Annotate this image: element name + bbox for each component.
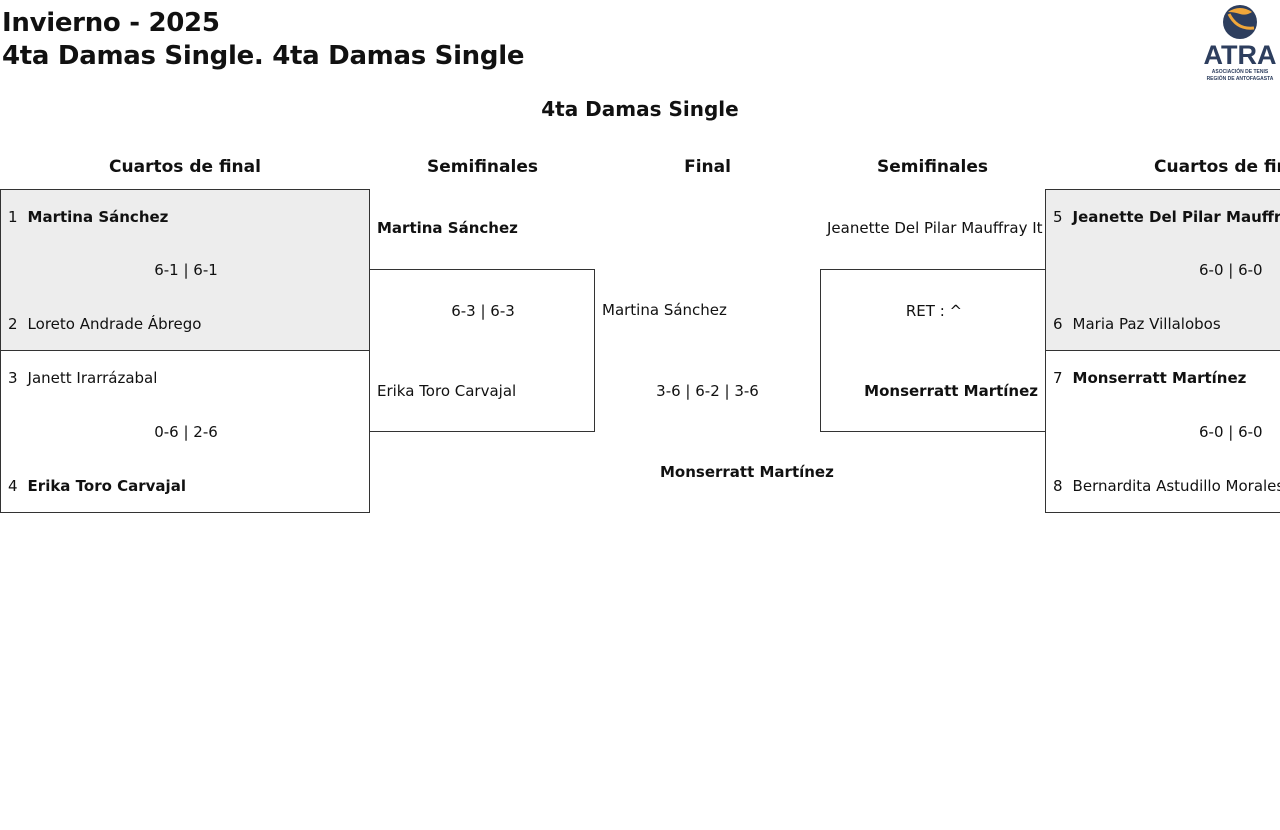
match-right-qf-1: 5 Jeanette Del Pilar Mauffray I 6-0 | 6-0… [1045,189,1280,351]
logo-subtitle-2: REGIÓN DE ANTOFAGASTA [1207,74,1274,82]
player-label: Loreto Andrade Ábrego [27,315,202,333]
player-label: Janett Irarrázabal [27,369,158,387]
match-right-sf: RET : ^ Monserratt Martínez [820,269,1046,432]
match-score: 6-0 | 6-0 [1199,261,1263,279]
round-header-final: Final [684,157,731,177]
player-name[interactable]: 1 Martina Sánchez [8,208,168,226]
match-score: 6-0 | 6-0 [1199,423,1263,441]
round-header-right-sf: Semifinales [877,157,988,177]
logo-subtitle-1: ASOCIACIÓN DE TENIS [1212,67,1269,75]
match-left-qf-1: 1 Martina Sánchez 6-1 | 6-1 2 Loreto Andra… [0,189,370,351]
draw-title: 4ta Damas Single [541,97,739,121]
player-name[interactable]: 5 Jeanette Del Pilar Mauffray I [1053,208,1280,226]
player-label: Jeanette Del Pilar Mauffray I [1072,208,1280,226]
left-sf-player-1[interactable]: Martina Sánchez [377,219,518,237]
seed-number: 7 [1053,369,1063,387]
seed-number: 2 [8,315,18,333]
player-label: Martina Sánchez [27,208,169,226]
match-score: RET : ^ [905,302,963,320]
seed-number: 3 [8,369,18,387]
round-header-left-sf: Semifinales [427,157,538,177]
round-header-right-qf: Cuartos de final [1154,157,1280,177]
player-name[interactable]: 4 Erika Toro Carvajal [8,477,186,495]
match-right-qf-2: 7 Monserratt Martínez 6-0 | 6-0 8 Bernardi… [1045,350,1280,513]
player-label: Maria Paz Villalobos [1072,315,1221,333]
player-label: Erika Toro Carvajal [27,477,186,495]
seed-number: 8 [1053,477,1063,495]
right-sf-player-1[interactable]: Jeanette Del Pilar Mauffray It [827,219,1043,237]
right-qf-viewport: 5 Jeanette Del Pilar Mauffray I 6-0 | 6-0… [1045,189,1280,515]
seed-number: 5 [1053,208,1063,226]
logo-text: ATRA [1204,40,1277,70]
champion-name[interactable]: Monserratt Martínez [660,463,834,481]
atra-logo: ATRA ASOCIACIÓN DE TENIS REGIÓN DE ANTOF… [1202,2,1278,82]
atra-logo-graphic: ATRA ASOCIACIÓN DE TENIS REGIÓN DE ANTOF… [1204,5,1277,82]
player-name[interactable]: 7 Monserratt Martínez [1053,369,1246,387]
match-left-sf: 6-3 | 6-3 Erika Toro Carvajal [369,269,595,432]
seed-number: 6 [1053,315,1063,333]
seed-number: 4 [8,477,18,495]
final-player-1[interactable]: Martina Sánchez [602,301,727,319]
player-label: Bernardita Astudillo Morales [1072,477,1280,495]
player-name[interactable]: 6 Maria Paz Villalobos [1053,315,1221,333]
seed-number: 1 [8,208,18,226]
player-name[interactable]: 8 Bernardita Astudillo Morales [1053,477,1280,495]
match-score: 0-6 | 2-6 [154,423,218,441]
left-sf-player-2[interactable]: Erika Toro Carvajal [377,382,517,400]
player-label: Monserratt Martínez [1072,369,1247,387]
match-score: 6-1 | 6-1 [154,261,218,279]
right-sf-player-2[interactable]: Monserratt Martínez [864,382,1038,400]
event-title: Invierno - 2025 [2,8,220,38]
round-header-left-qf: Cuartos de final [109,157,261,177]
player-name[interactable]: 2 Loreto Andrade Ábrego [8,315,201,333]
player-name[interactable]: 3 Janett Irarrázabal [8,369,157,387]
final-score: 3-6 | 6-2 | 3-6 [656,382,759,400]
category-title: 4ta Damas Single. 4ta Damas Single [2,41,525,71]
match-left-qf-2: 3 Janett Irarrázabal 0-6 | 2-6 4 Erika Tor… [0,350,370,513]
match-score: 6-3 | 6-3 [451,302,515,320]
